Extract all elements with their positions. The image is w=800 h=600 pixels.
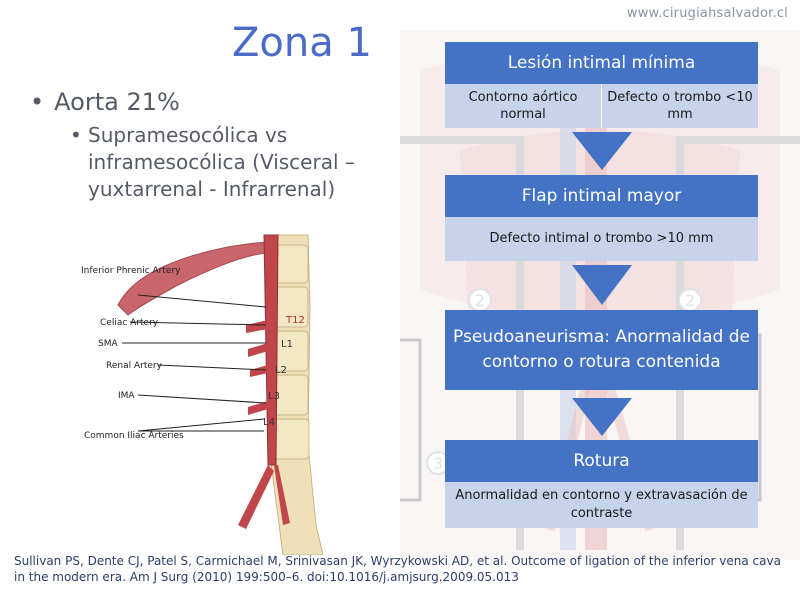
flow-detail-defect-over-10: Defecto intimal o trombo >10 mm <box>445 217 758 261</box>
vertebra-l3-label: L3 <box>268 391 280 402</box>
down-arrow-icon <box>571 398 632 436</box>
label-inferior-phrenic-artery: Inferior Phrenic Artery <box>81 266 181 276</box>
down-arrow-icon <box>571 265 632 305</box>
label-ima: IMA <box>118 391 135 401</box>
label-celiac-artery: Celiac Artery <box>100 318 159 328</box>
vertebra-l4-label: L4 <box>263 417 275 428</box>
label-renal-artery: Renal Artery <box>106 361 163 371</box>
vertebra-l1-label: L1 <box>281 339 293 350</box>
svg-text:3: 3 <box>433 454 443 473</box>
flow-box1-details: Contorno aórtico normal Defecto o trombo… <box>445 84 758 128</box>
flow-detail-defect-under-10: Defecto o trombo <10 mm <box>602 84 758 128</box>
svg-text:2: 2 <box>475 291 485 310</box>
bullet-level2: Supramesocólica vs inframesocólica (Visc… <box>70 122 410 203</box>
flow-box-major-intimal-flap: Flap intimal mayor <box>445 175 758 217</box>
flow-box-minimal-intimal-injury: Lesión intimal mínima <box>445 42 758 84</box>
flow-detail-contrast-extravasation: Anormalidad en contorno y extravasación … <box>445 482 758 528</box>
flow-box-rupture: Rotura <box>445 440 758 482</box>
website-url: www.cirugiahsalvador.cl <box>626 6 788 21</box>
bullet-list: Aorta 21% Supramesocólica vs inframesocó… <box>30 88 410 203</box>
vertebra-t12-label: T12 <box>285 315 305 326</box>
label-common-iliac-arteries: Common Iliac Arteries <box>84 431 184 441</box>
down-arrow-icon <box>571 132 632 170</box>
flow-detail-normal-contour: Contorno aórtico normal <box>445 84 602 128</box>
aorta-spine-illustration: T12 L1 L2 L3 L4 Inferior Phrenic Artery … <box>81 234 323 555</box>
flow-box-pseudoaneurysm: Pseudoaneurisma: Anormalidad de contorno… <box>445 310 758 390</box>
bullet-level1: Aorta 21% <box>30 88 410 116</box>
label-sma: SMA <box>98 339 118 349</box>
reference-citation: Sullivan PS, Dente CJ, Patel S, Carmicha… <box>14 554 781 584</box>
slide-title: Zona 1 <box>232 20 372 66</box>
vertebra-l2-label: L2 <box>275 365 287 376</box>
injury-grade-flowchart: Lesión intimal mínima Contorno aórtico n… <box>445 42 758 528</box>
svg-text:2: 2 <box>685 291 695 310</box>
